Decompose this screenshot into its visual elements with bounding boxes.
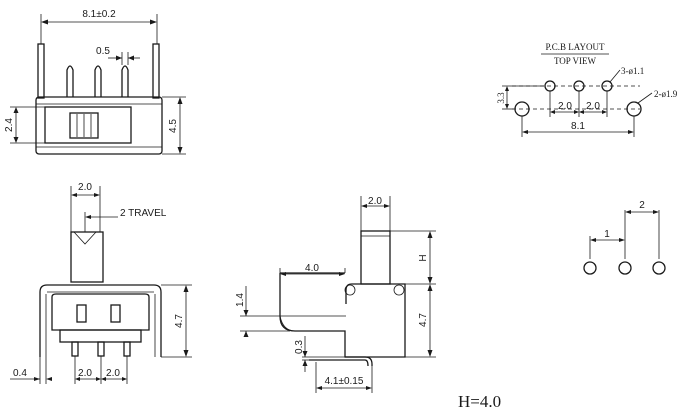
side-view: 2.0 H 4.7 4.0: [235, 196, 436, 393]
front-actuator-dim: 2.0: [78, 182, 92, 193]
pcb-small-hole-callout: 3-ø1.1: [621, 66, 644, 76]
front-view: 2.0 2 TRAVEL 4.7: [10, 182, 192, 384]
side-actuator-height: H: [418, 254, 429, 261]
front-terminal-dim: 0.4: [13, 368, 27, 379]
side-body-width: 4.0: [305, 263, 319, 274]
side-foot-height: 1.4: [235, 293, 246, 307]
pcb-subtitle: TOP VIEW: [554, 56, 597, 66]
schematic-pin-3: [652, 261, 666, 275]
pcb-pitch-right: 2.0: [586, 101, 600, 112]
front-pitch-left: 2.0: [78, 368, 92, 379]
top-width-dim: 8.1±0.2: [82, 9, 116, 20]
side-terminal-thickness: 0.3: [294, 340, 305, 354]
h-note: H=4.0: [458, 392, 501, 411]
top-view: 8.1±0.2 0.5 4.5: [4, 9, 186, 155]
pcb-pitch-left: 2.0: [558, 101, 572, 112]
front-height-dim: 4.7: [174, 314, 185, 328]
pcb-title: P.C.B LAYOUT: [546, 42, 605, 52]
top-pin-dim: 0.5: [96, 46, 110, 57]
top-height-dim: 4.5: [168, 119, 179, 133]
pcb-overall-dim: 8.1: [571, 121, 585, 132]
schematic-pin-2: [618, 261, 632, 275]
schematic-pitch-large: 2: [639, 200, 645, 211]
schematic-pitch-small: 1: [604, 229, 610, 240]
schematic-pin-1: [583, 261, 597, 275]
pcb-large-hole-callout: 2-ø1.9: [654, 89, 678, 99]
side-terminal-length: 4.1±0.15: [325, 376, 364, 387]
side-actuator-dim: 2.0: [368, 196, 382, 207]
front-travel-label: 2 TRAVEL: [120, 208, 167, 219]
side-body-height: 4.7: [418, 313, 429, 327]
front-pitch-right: 2.0: [106, 368, 120, 379]
top-slider-dim: 2.4: [4, 118, 15, 132]
pcb-layout: P.C.B LAYOUT TOP VIEW 3-ø1.1 2-ø1.9 3.3: [496, 42, 678, 137]
pcb-vertical-dim: 3.3: [496, 92, 506, 104]
schematic: 1 2: [583, 200, 666, 275]
